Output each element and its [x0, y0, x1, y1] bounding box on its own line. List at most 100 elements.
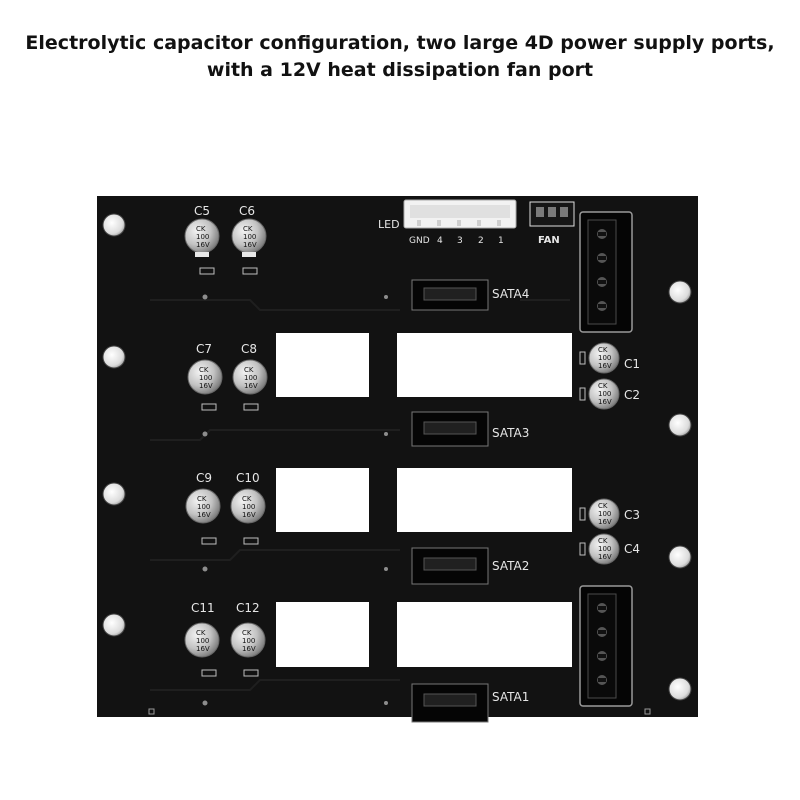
fan-header: [529, 201, 575, 227]
c11-voltage: 16V: [196, 645, 210, 653]
mounting-hole-icon: [102, 213, 126, 237]
mounting-hole-icon: [668, 677, 692, 701]
c8-voltage: 16V: [244, 382, 258, 390]
c4-value: 100: [598, 545, 611, 553]
capacitor-c3: [588, 498, 620, 530]
mounting-hole-icon: [102, 345, 126, 369]
molex-power-connector-bottom: [579, 585, 633, 707]
c5-value: 100: [196, 233, 209, 241]
led-pin-4: 4: [437, 236, 443, 246]
led-pin-2: 2: [478, 236, 484, 246]
cap-pad: [579, 542, 586, 556]
c2-brand: CK: [598, 382, 608, 390]
c12-value: 100: [242, 637, 255, 645]
c10-voltage: 16V: [242, 511, 256, 519]
capacitor-c4: [588, 533, 620, 565]
cap-label-c1: C1: [624, 357, 640, 371]
cap-pad: [201, 669, 217, 677]
capacitor-c2: [588, 378, 620, 410]
c12-brand: CK: [242, 629, 252, 637]
mounting-hole-icon: [102, 482, 126, 506]
cap-pad: [242, 267, 258, 275]
c1-voltage: 16V: [598, 362, 612, 370]
c9-voltage: 16V: [197, 511, 211, 519]
c9-value: 100: [197, 503, 210, 511]
cap-label-c12: C12: [236, 601, 260, 615]
mounting-hole-icon: [668, 545, 692, 569]
c8-value: 100: [244, 374, 257, 382]
c5-brand: CK: [196, 225, 206, 233]
c6-brand: CK: [243, 225, 253, 233]
sata-connector-2: [411, 547, 489, 585]
sata3-label: SATA3: [492, 426, 529, 440]
sata-connector-1: [411, 683, 489, 723]
capacitor-c1: [588, 342, 620, 374]
cap-pad: [579, 387, 586, 401]
capacitor-c10: [230, 488, 266, 524]
c2-voltage: 16V: [598, 398, 612, 406]
led-pin-gnd: GND: [409, 236, 430, 246]
c3-voltage: 16V: [598, 518, 612, 526]
cap-pad: [243, 669, 259, 677]
cap-label-c10: C10: [236, 471, 260, 485]
cap-pad: [243, 403, 259, 411]
led-label: LED: [378, 218, 400, 231]
mounting-hole-icon: [668, 280, 692, 304]
c3-brand: CK: [598, 502, 608, 510]
cap-label-c3: C3: [624, 508, 640, 522]
cap-pad: [579, 351, 586, 365]
led-pin-3: 3: [457, 236, 463, 246]
capacitor-c7: [187, 359, 223, 395]
led-header: [403, 199, 517, 229]
c12-voltage: 16V: [242, 645, 256, 653]
sata-connector-4: [411, 279, 489, 311]
caption-line-1: Electrolytic capacitor configuration, tw…: [25, 32, 775, 54]
sata2-label: SATA2: [492, 559, 529, 573]
c10-brand: CK: [242, 495, 252, 503]
pcb-board: [97, 196, 698, 717]
c5-voltage: 16V: [196, 241, 210, 249]
capacitor-c5: [184, 218, 220, 257]
capacitor-c8: [232, 359, 268, 395]
c6-value: 100: [243, 233, 256, 241]
fan-label: FAN: [538, 235, 560, 246]
c11-brand: CK: [196, 629, 206, 637]
cap-pad: [243, 537, 259, 545]
sata-connector-3: [411, 411, 489, 447]
c6-voltage: 16V: [243, 241, 257, 249]
c7-value: 100: [199, 374, 212, 382]
cap-pad: [201, 403, 217, 411]
c1-value: 100: [598, 354, 611, 362]
capacitor-c11: [184, 622, 220, 658]
corner-marks: [148, 708, 651, 715]
cap-label-c8: C8: [241, 342, 257, 356]
c3-value: 100: [598, 510, 611, 518]
caption-line-2: with a 12V heat dissipation fan port: [206, 59, 594, 81]
c4-brand: CK: [598, 537, 608, 545]
cap-pad: [201, 537, 217, 545]
c2-value: 100: [598, 390, 611, 398]
sata4-label: SATA4: [492, 287, 529, 301]
c8-brand: CK: [244, 366, 254, 374]
led-pin-1: 1: [498, 236, 504, 246]
c1-brand: CK: [598, 346, 608, 354]
product-caption: Electrolytic capacitor configuration, tw…: [0, 30, 800, 84]
c7-brand: CK: [199, 366, 209, 374]
c4-voltage: 16V: [598, 553, 612, 561]
cap-label-c6: C6: [239, 204, 255, 218]
cap-label-c7: C7: [196, 342, 212, 356]
mounting-hole-icon: [668, 413, 692, 437]
vias: [202, 294, 388, 706]
molex-power-connector-top: [579, 211, 633, 333]
sata1-label: SATA1: [492, 690, 529, 704]
cap-label-c11: C11: [191, 601, 215, 615]
cap-label-c4: C4: [624, 542, 640, 556]
cap-label-c9: C9: [196, 471, 212, 485]
c7-voltage: 16V: [199, 382, 213, 390]
mounting-holes: [102, 213, 692, 701]
cap-pad: [199, 267, 215, 275]
c11-value: 100: [196, 637, 209, 645]
cap-pad: [579, 507, 586, 521]
c10-value: 100: [242, 503, 255, 511]
capacitor-c9: [185, 488, 221, 524]
